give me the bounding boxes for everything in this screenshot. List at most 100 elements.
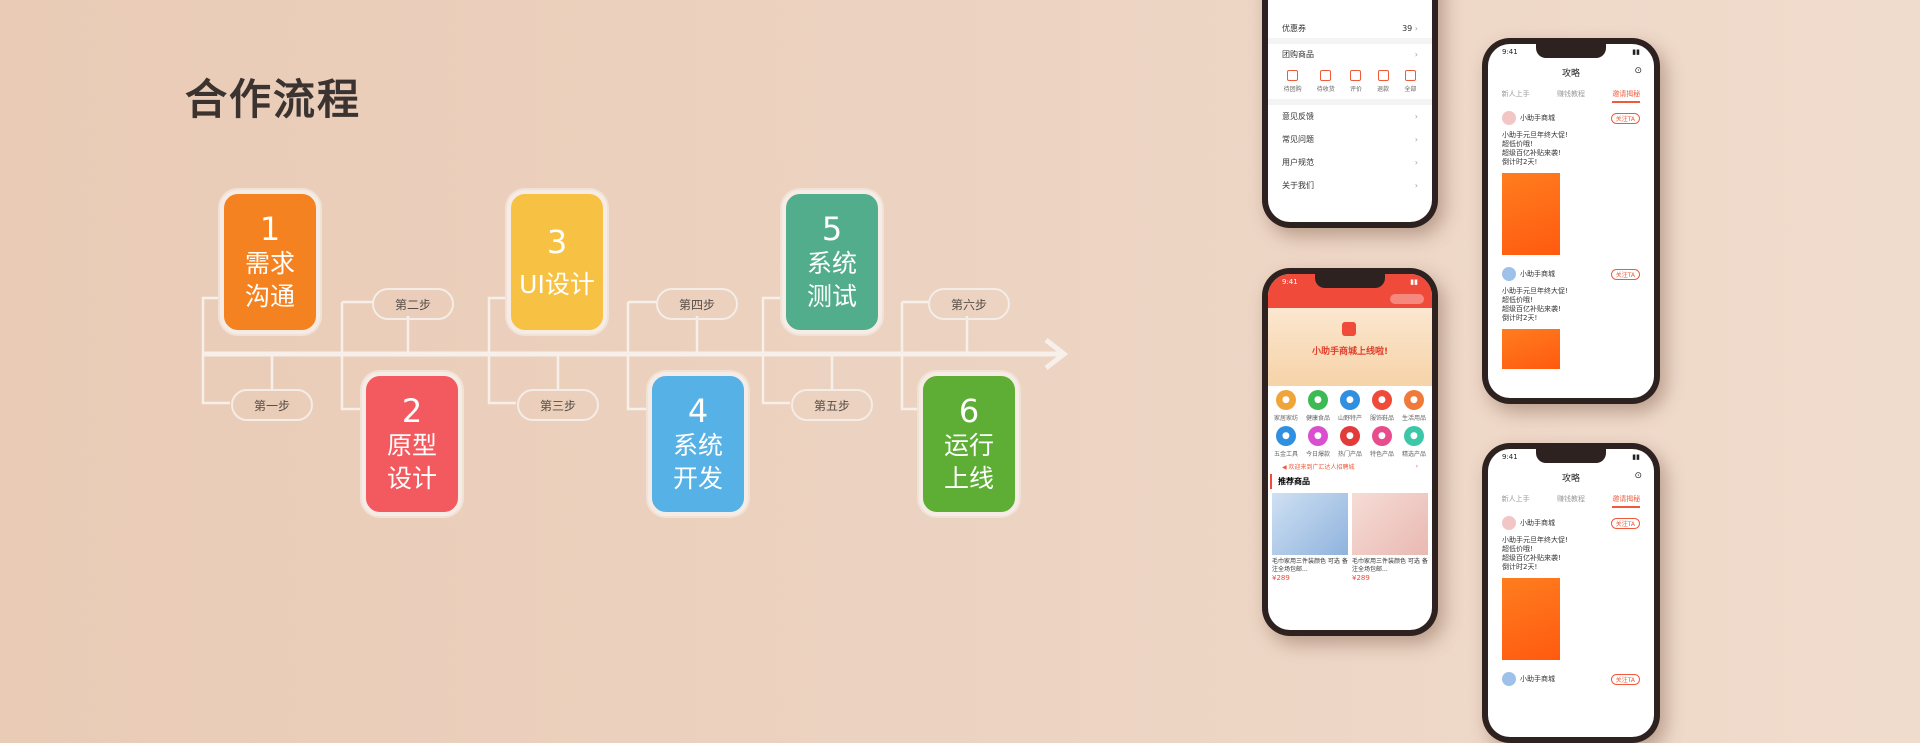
- connector-3: [487, 296, 516, 405]
- post-item: 小助手商城 关注TA: [1488, 664, 1654, 690]
- order-icon-item[interactable]: 全部: [1404, 70, 1416, 93]
- tab-newbie[interactable]: 新人上手: [1501, 495, 1530, 503]
- category-icon: ●: [1307, 426, 1328, 446]
- follow-button[interactable]: 关注TA: [1610, 517, 1640, 529]
- menu-row[interactable]: 用户规范›: [1282, 158, 1418, 167]
- category-item[interactable]: ●特色产品: [1370, 426, 1394, 458]
- step-label-6: 第六步: [928, 288, 1010, 320]
- battery-icon: ▮▮: [1632, 453, 1640, 461]
- phone-profile-screen: 优惠券 39 › 团购商品 › 待团购 待收货 评价 退款 全部 意见反馈› 常…: [1262, 0, 1438, 228]
- chevron-right-icon: ›: [1414, 158, 1418, 167]
- avatar: [1502, 267, 1516, 281]
- product-card[interactable]: 毛巾家用三件装颜色 可选 备注全场包邮... ¥289: [1352, 493, 1428, 582]
- step-card-6: 6 运行 上线: [919, 372, 1019, 516]
- group-buy-row[interactable]: 团购商品 ›: [1282, 49, 1418, 59]
- tab-newbie[interactable]: 新人上手: [1501, 90, 1530, 98]
- promo-poster[interactable]: [1502, 329, 1560, 369]
- phone-notch: [1536, 44, 1606, 58]
- step-label-5: 第五步: [791, 389, 873, 421]
- order-icon-item[interactable]: 待团购: [1284, 70, 1302, 93]
- step-card-3: 3 UI设计: [507, 190, 607, 334]
- phone-notch: [1536, 449, 1606, 463]
- step-number: 2: [401, 392, 423, 430]
- chevron-right-icon: ›: [1415, 462, 1418, 470]
- product-grid: 毛巾家用三件装颜色 可选 备注全场包邮... ¥289 毛巾家用三件装颜色 可选…: [1268, 489, 1432, 582]
- step-name-line: 开发: [672, 464, 723, 493]
- follow-button[interactable]: 关注TA: [1610, 268, 1640, 280]
- menu-row[interactable]: 关于我们›: [1282, 181, 1418, 190]
- bag-icon: [1287, 70, 1299, 81]
- page-title: 合作流程: [185, 75, 362, 124]
- category-icon: ●: [1371, 426, 1392, 446]
- category-icon: ●: [1339, 426, 1360, 446]
- step-number: 1: [259, 210, 281, 248]
- step-name-line: 设计: [386, 464, 437, 493]
- tab-invite[interactable]: 邀请揭秘: [1612, 89, 1641, 103]
- close-icon[interactable]: ⊙: [1634, 66, 1642, 76]
- category-item[interactable]: ●家居家纺: [1274, 390, 1298, 422]
- product-image: [1272, 493, 1348, 555]
- shop-bag-icon: [1342, 322, 1356, 336]
- phone-guide-screen: 9:41▮▮ 攻略 ⊙ 新人上手 赚钱教程 邀请揭秘 小助手商城 关注TA 小助…: [1482, 38, 1660, 404]
- promo-poster[interactable]: 元旦大促: [1502, 578, 1560, 660]
- step-name-line: 原型: [386, 431, 437, 460]
- category-item[interactable]: ●五金工具: [1274, 426, 1298, 458]
- product-image: [1352, 493, 1428, 555]
- product-card[interactable]: 毛巾家用三件装颜色 可选 备注全场包邮... ¥289: [1272, 493, 1348, 582]
- category-item[interactable]: ●热门产品: [1338, 426, 1362, 458]
- timeline-arrow-icon: [1044, 338, 1069, 370]
- follow-button[interactable]: 关注TA: [1610, 673, 1640, 685]
- category-item[interactable]: ●生活用品: [1402, 390, 1426, 422]
- avatar: [1502, 672, 1516, 686]
- post-item: 小助手商城 关注TA 小助手元旦年终大促! 超低价哦! 超级百亿补贴来袭! 倒计…: [1488, 508, 1654, 664]
- capsule-menu[interactable]: [1390, 294, 1424, 304]
- order-icon-item[interactable]: 退款: [1377, 70, 1389, 93]
- guide-tabs: 新人上手 赚钱教程 邀请揭秘: [1488, 89, 1654, 103]
- step-name-line: 系统: [806, 249, 857, 278]
- step-number: 5: [821, 210, 843, 248]
- category-item[interactable]: ●精选产品: [1402, 426, 1426, 458]
- step-label-1: 第一步: [231, 389, 313, 421]
- close-icon[interactable]: ⊙: [1634, 471, 1642, 481]
- section-title: 推荐商品: [1270, 474, 1432, 489]
- battery-icon: ▮▮: [1632, 48, 1640, 56]
- category-item[interactable]: ●今日爆款: [1306, 426, 1330, 458]
- chevron-right-icon: ›: [1414, 135, 1418, 144]
- shop-banner: 小助手商城上线啦!: [1268, 308, 1432, 386]
- category-icon: ●: [1339, 390, 1360, 410]
- category-row-2: ●五金工具 ●今日爆款 ●热门产品 ●特色产品 ●精选产品: [1268, 422, 1432, 458]
- chevron-right-icon: ›: [1414, 49, 1418, 59]
- step-name-line: 运行: [943, 431, 994, 460]
- step-card-2: 2 原型 设计: [362, 372, 462, 516]
- post-item: 小助手商城 关注TA 小助手元旦年终大促! 超低价哦! 超级百亿补贴来袭! 倒计…: [1488, 103, 1654, 259]
- follow-button[interactable]: 关注TA: [1610, 112, 1640, 124]
- category-icon: ●: [1275, 390, 1296, 410]
- menu-row[interactable]: 常见问题›: [1282, 135, 1418, 144]
- promo-poster[interactable]: 元旦大促: [1502, 173, 1560, 255]
- chevron-right-icon: ›: [1414, 112, 1418, 121]
- notice-bar[interactable]: ◀ 欢迎来到广汇达人招聘城›: [1282, 462, 1418, 471]
- step-label-4: 第四步: [656, 288, 738, 320]
- order-icon-item[interactable]: 待收货: [1317, 70, 1335, 93]
- chevron-right-icon: ›: [1414, 23, 1418, 33]
- coupon-row[interactable]: 优惠券 39 ›: [1282, 23, 1418, 33]
- menu-row[interactable]: 意见反馈›: [1282, 112, 1418, 121]
- battery-icon: ▮▮: [1410, 278, 1418, 286]
- tab-earn[interactable]: 赚钱教程: [1556, 495, 1585, 503]
- phone-guide-screen-2: 9:41▮▮ 攻略 ⊙ 新人上手 赚钱教程 邀请揭秘 小助手商城 关注TA 小助…: [1482, 443, 1660, 743]
- tab-earn[interactable]: 赚钱教程: [1556, 90, 1585, 98]
- truck-icon: [1320, 70, 1332, 81]
- category-icon: ●: [1371, 390, 1392, 410]
- order-icon-item[interactable]: 评价: [1350, 70, 1362, 93]
- category-icon: ●: [1403, 390, 1424, 410]
- category-item[interactable]: ●服饰鞋品: [1370, 390, 1394, 422]
- category-item[interactable]: ●健康食品: [1306, 390, 1330, 422]
- connector-5: [761, 296, 790, 405]
- category-icon: ●: [1403, 426, 1424, 446]
- tab-invite[interactable]: 邀请揭秘: [1612, 494, 1641, 508]
- category-item[interactable]: ●山野特产: [1338, 390, 1362, 422]
- phone-shop-screen: 9:41▮▮ 小助手商城上线啦! ●家居家纺 ●健康食品 ●山野特产 ●服饰鞋品…: [1262, 268, 1438, 636]
- timeline-lines: [201, 296, 1069, 411]
- avatar: [1502, 516, 1516, 530]
- post-item: 小助手商城 关注TA 小助手元旦年终大促! 超低价哦! 超级百亿补贴来袭! 倒计…: [1488, 259, 1654, 373]
